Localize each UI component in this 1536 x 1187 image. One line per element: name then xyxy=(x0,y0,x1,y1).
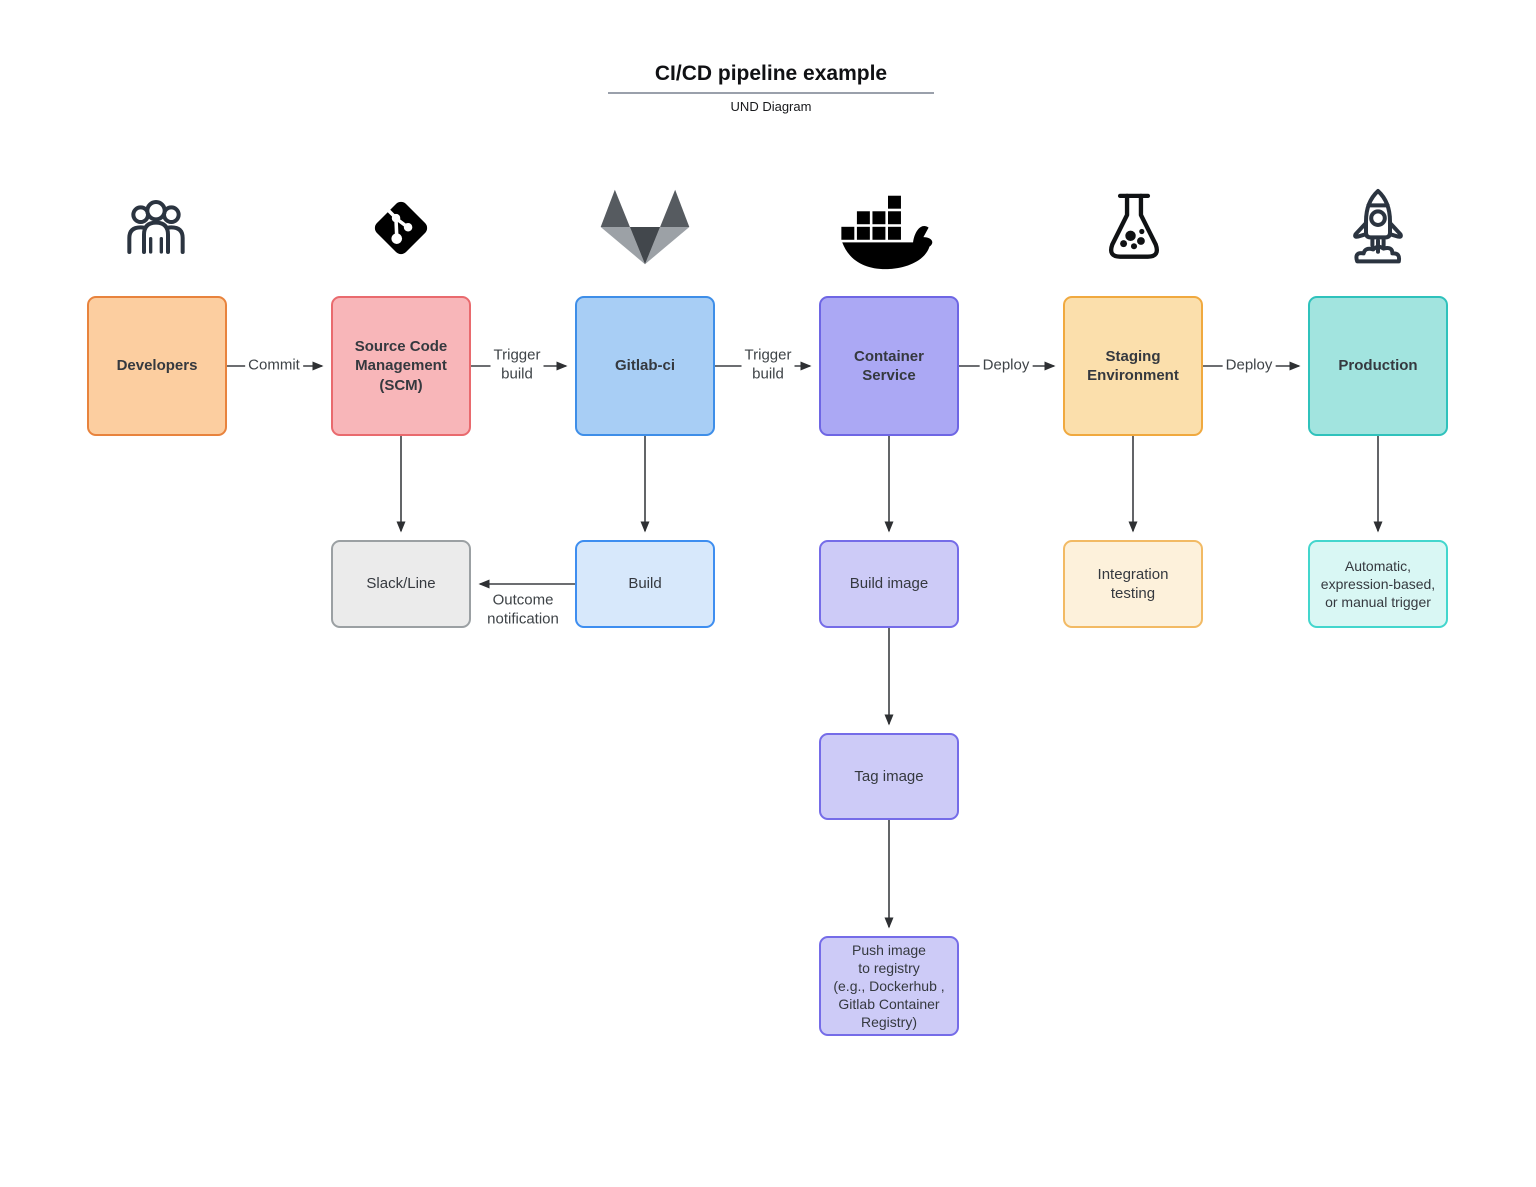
node-staging-environment: Staging Environment xyxy=(1063,296,1203,436)
developers-group-icon xyxy=(124,196,188,265)
node-container-service: Container Service xyxy=(819,296,959,436)
edge-label-outcome-notification: Outcome notification xyxy=(484,591,562,629)
node-build-image: Build image xyxy=(819,540,959,628)
git-icon xyxy=(367,194,435,267)
edge-label-deploy-2: Deploy xyxy=(1222,356,1276,376)
node-slack-line: Slack/Line xyxy=(331,540,471,628)
edge-label-commit: Commit xyxy=(245,356,303,376)
title-underline xyxy=(608,92,934,94)
docker-whale-icon xyxy=(836,194,940,275)
node-build: Build xyxy=(575,540,715,628)
rocket-icon xyxy=(1346,186,1410,273)
lab-flask-icon xyxy=(1101,190,1167,271)
edge-label-deploy-1: Deploy xyxy=(979,356,1033,376)
node-source-code-management: Source Code Management (SCM) xyxy=(331,296,471,436)
node-developers: Developers xyxy=(87,296,227,436)
node-integration-testing: Integration testing xyxy=(1063,540,1203,628)
gitlab-tanuki-icon xyxy=(600,188,690,271)
node-automatic-trigger: Automatic, expression-based, or manual t… xyxy=(1308,540,1448,628)
node-tag-image: Tag image xyxy=(819,733,959,820)
node-push-image-to-registry: Push image to registry (e.g., Dockerhub … xyxy=(819,936,959,1036)
page-subtitle: UND Diagram xyxy=(730,99,812,114)
node-gitlab-ci: Gitlab-ci xyxy=(575,296,715,436)
node-production: Production xyxy=(1308,296,1448,436)
page-title: CI/CD pipeline example xyxy=(654,62,888,85)
edge-label-trigger-build-1: Trigger build xyxy=(490,346,544,384)
edge-label-trigger-build-2: Trigger build xyxy=(741,346,795,384)
